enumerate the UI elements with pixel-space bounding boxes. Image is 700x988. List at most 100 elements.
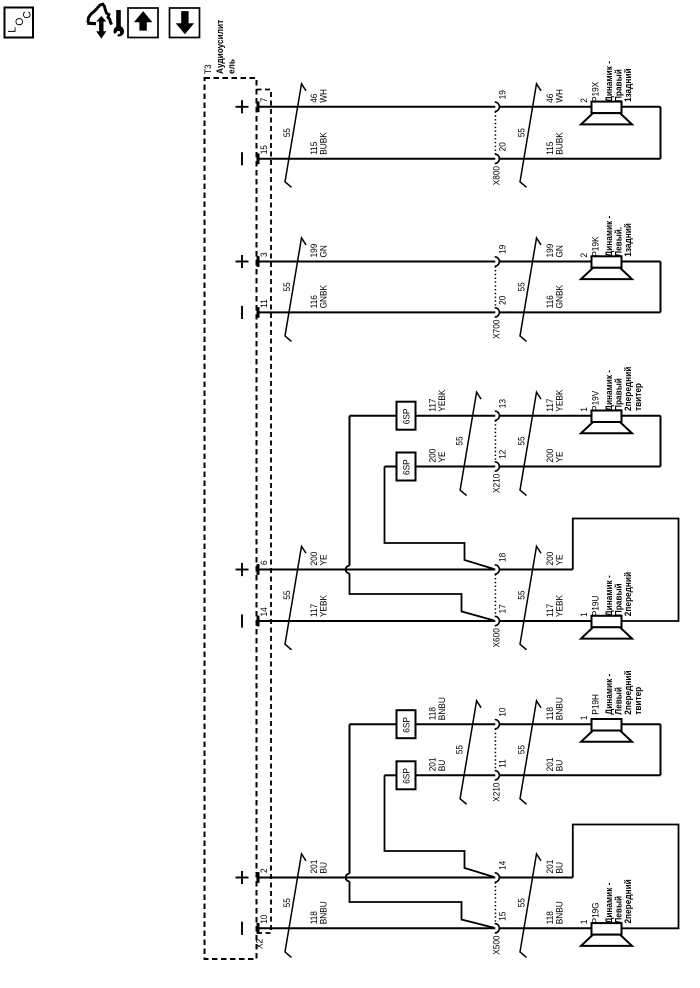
svg-text:18: 18 <box>497 553 508 562</box>
svg-text:YE: YE <box>554 451 565 462</box>
svg-text:201: 201 <box>309 860 320 874</box>
svg-text:BNBU: BNBU <box>554 901 565 924</box>
svg-text:Левый: Левый <box>613 896 624 924</box>
svg-text:P19K: P19K <box>590 236 601 256</box>
svg-text:20: 20 <box>497 296 508 305</box>
svg-text:116: 116 <box>309 295 320 308</box>
svg-text:20: 20 <box>497 142 508 151</box>
svg-text:118: 118 <box>545 911 556 924</box>
svg-text:YEBK: YEBK <box>554 389 565 411</box>
svg-text:BU: BU <box>554 760 565 772</box>
svg-text:2передний: 2передний <box>623 670 634 714</box>
svg-text:YE: YE <box>436 451 447 462</box>
svg-text:117: 117 <box>545 604 556 617</box>
svg-text:BNBU: BNBU <box>436 697 447 720</box>
svg-text:55: 55 <box>516 436 527 445</box>
svg-text:ель: ель <box>226 58 237 74</box>
svg-text:1: 1 <box>579 715 590 720</box>
svg-text:6SP: 6SP <box>401 717 412 733</box>
svg-text:1задний: 1задний <box>623 68 634 102</box>
svg-text:55: 55 <box>454 436 465 445</box>
svg-text:X2: X2 <box>254 939 265 949</box>
svg-text:BU: BU <box>436 760 447 772</box>
svg-text:X800: X800 <box>491 166 502 185</box>
svg-text:YE: YE <box>554 554 565 565</box>
svg-text:19: 19 <box>497 90 508 99</box>
svg-text:BUBK: BUBK <box>554 132 565 155</box>
svg-text:3: 3 <box>259 252 270 257</box>
svg-text:10: 10 <box>259 914 270 923</box>
svg-text:55: 55 <box>516 898 527 907</box>
svg-text:55: 55 <box>282 282 293 291</box>
svg-text:Динамик -: Динамик - <box>604 61 615 102</box>
svg-text:201: 201 <box>545 757 556 771</box>
svg-text:6SP: 6SP <box>401 768 412 784</box>
svg-text:13: 13 <box>497 399 508 408</box>
svg-text:твитер: твитер <box>632 383 643 411</box>
svg-text:P19U: P19U <box>590 596 601 617</box>
svg-text:1: 1 <box>579 407 590 412</box>
svg-text:19: 19 <box>497 245 508 254</box>
svg-text:2: 2 <box>579 253 590 258</box>
svg-text:200: 200 <box>309 552 320 566</box>
svg-text:1: 1 <box>579 612 590 617</box>
svg-text:55: 55 <box>282 128 293 137</box>
svg-text:BNBU: BNBU <box>554 697 565 720</box>
svg-text:55: 55 <box>282 590 293 599</box>
svg-text:55: 55 <box>516 745 527 754</box>
svg-text:C: C <box>21 11 33 19</box>
svg-text:11: 11 <box>497 759 508 768</box>
svg-text:X500: X500 <box>491 935 502 954</box>
svg-text:10: 10 <box>497 707 508 716</box>
svg-text:Динамик -: Динамик - <box>604 216 615 257</box>
svg-text:17: 17 <box>497 604 508 613</box>
svg-text:O: O <box>14 18 26 26</box>
svg-text:55: 55 <box>516 590 527 599</box>
svg-text:7: 7 <box>259 98 270 103</box>
svg-text:YEBK: YEBK <box>318 595 329 617</box>
svg-text:WH: WH <box>554 89 565 103</box>
svg-text:Правый: Правый <box>613 378 624 411</box>
svg-text:2: 2 <box>259 868 270 873</box>
svg-text:YE: YE <box>318 554 329 565</box>
svg-text:P19V: P19V <box>590 391 601 411</box>
svg-text:115: 115 <box>545 141 556 154</box>
svg-text:117: 117 <box>309 604 320 617</box>
svg-text:Динамик -: Динамик - <box>604 674 615 715</box>
svg-text:201: 201 <box>427 757 438 771</box>
svg-text:GNBK: GNBK <box>554 285 565 309</box>
svg-text:X700: X700 <box>491 319 502 338</box>
svg-text:2передний: 2передний <box>623 879 634 923</box>
svg-text:55: 55 <box>516 128 527 137</box>
svg-text:Динамик -: Динамик - <box>604 882 615 923</box>
svg-text:118: 118 <box>545 707 556 720</box>
svg-text:P19X: P19X <box>590 82 601 102</box>
svg-text:Правый: Правый <box>613 583 624 616</box>
svg-text:115: 115 <box>309 141 320 154</box>
svg-text:200: 200 <box>427 449 438 463</box>
svg-text:YEBK: YEBK <box>554 595 565 617</box>
svg-text:55: 55 <box>454 745 465 754</box>
svg-text:P19H: P19H <box>590 694 601 715</box>
svg-text:55: 55 <box>516 282 527 291</box>
svg-text:55: 55 <box>282 898 293 907</box>
svg-text:GN: GN <box>554 245 565 257</box>
svg-text:6SP: 6SP <box>401 459 412 475</box>
svg-text:1: 1 <box>579 920 590 925</box>
svg-text:199: 199 <box>545 244 556 258</box>
svg-text:6SP: 6SP <box>401 408 412 424</box>
svg-text:2передний: 2передний <box>623 572 634 616</box>
svg-text:117: 117 <box>545 398 556 411</box>
svg-text:14: 14 <box>259 607 270 616</box>
svg-text:WH: WH <box>318 89 329 103</box>
svg-text:46: 46 <box>545 93 556 102</box>
svg-text:199: 199 <box>309 244 320 258</box>
svg-text:Левый.: Левый. <box>613 227 624 257</box>
svg-text:2: 2 <box>579 98 590 103</box>
svg-text:46: 46 <box>309 93 320 102</box>
svg-text:Правый: Правый <box>613 69 624 102</box>
svg-text:X600: X600 <box>491 628 502 647</box>
svg-text:12: 12 <box>497 450 508 459</box>
svg-text:Т3: Т3 <box>203 64 214 74</box>
svg-text:Динамик -: Динамик - <box>604 370 615 411</box>
